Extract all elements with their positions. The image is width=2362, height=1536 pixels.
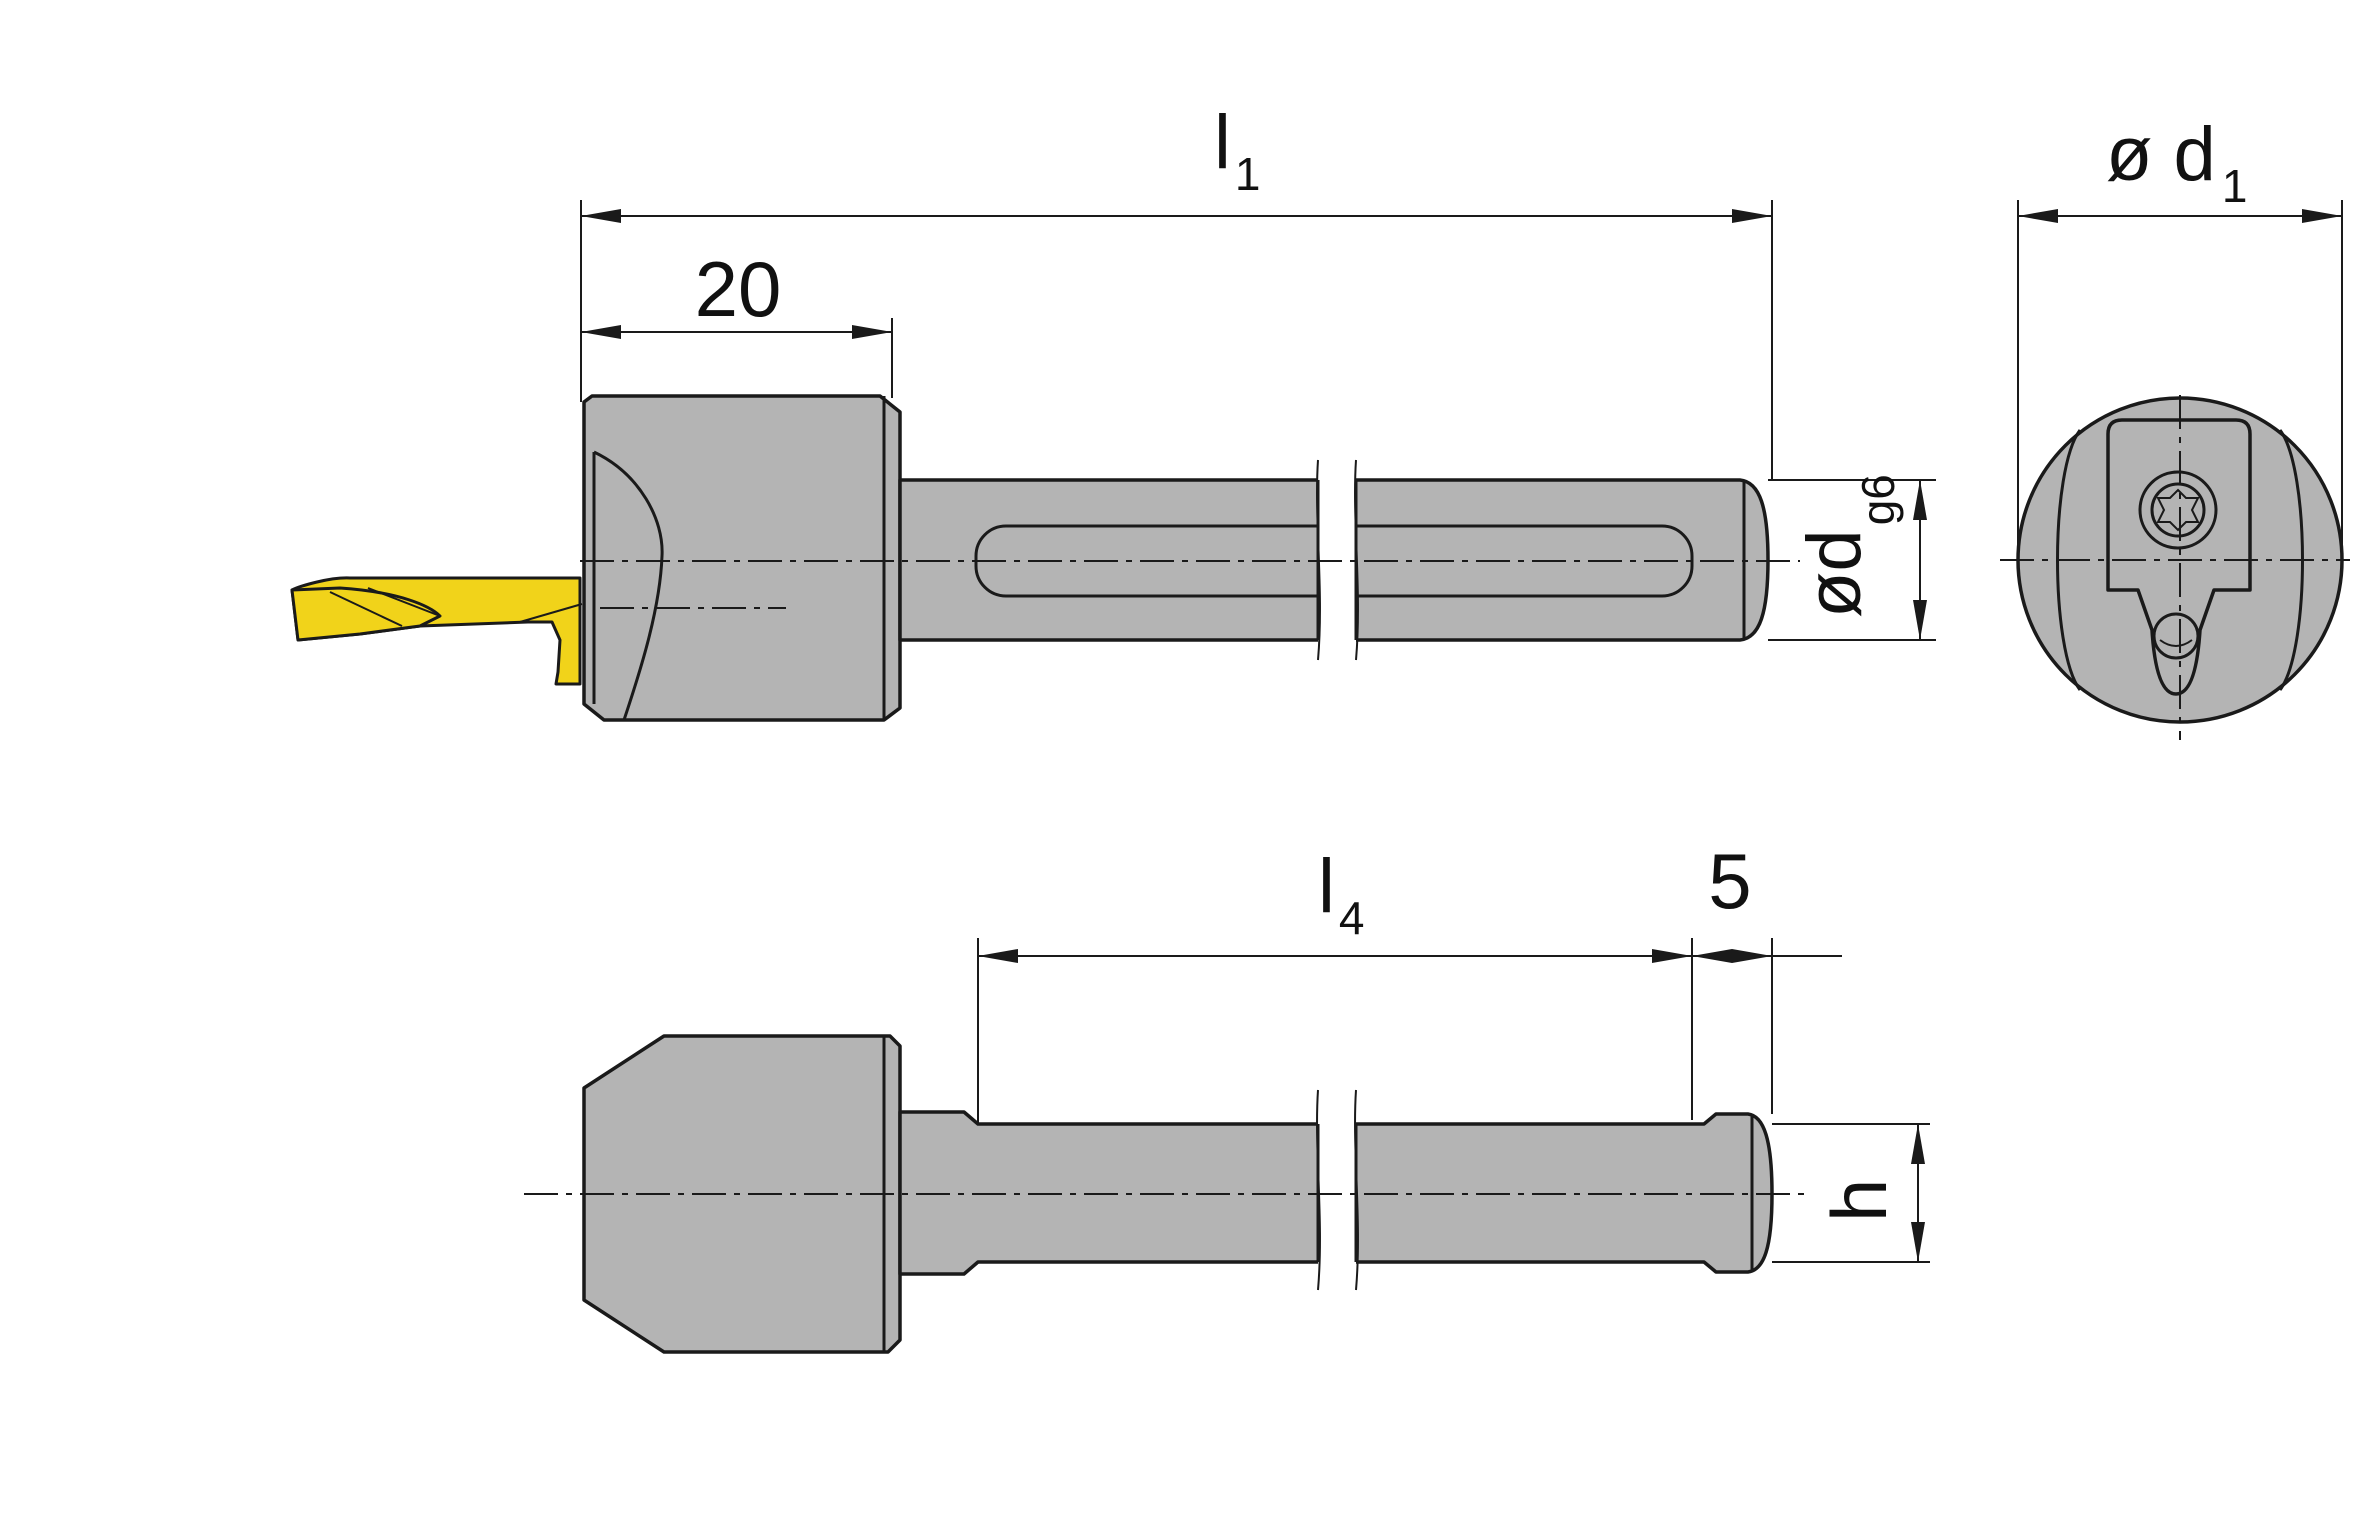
dimension-h: h	[1772, 1123, 1930, 1263]
end-view	[2000, 395, 2350, 740]
label-l4: l4	[1318, 844, 1364, 944]
holder-head	[582, 394, 902, 722]
label-20: 20	[695, 245, 782, 333]
label-5: 5	[1708, 837, 1751, 925]
label-dg6: ødg6	[1792, 474, 1904, 618]
dimension-20: 20	[581, 245, 893, 398]
dimension-l4: l4	[977, 844, 1693, 1124]
cutting-insert	[290, 576, 583, 686]
label-h: h	[1815, 1179, 1903, 1222]
dimension-dg6: ødg6	[1768, 474, 1936, 641]
side-view-top	[290, 394, 1800, 722]
dimension-l1: l1	[580, 100, 1773, 480]
side-view-bottom	[524, 1034, 1808, 1354]
label-l1: l1	[1214, 100, 1260, 200]
dimension-5: 5	[1692, 837, 1842, 1114]
